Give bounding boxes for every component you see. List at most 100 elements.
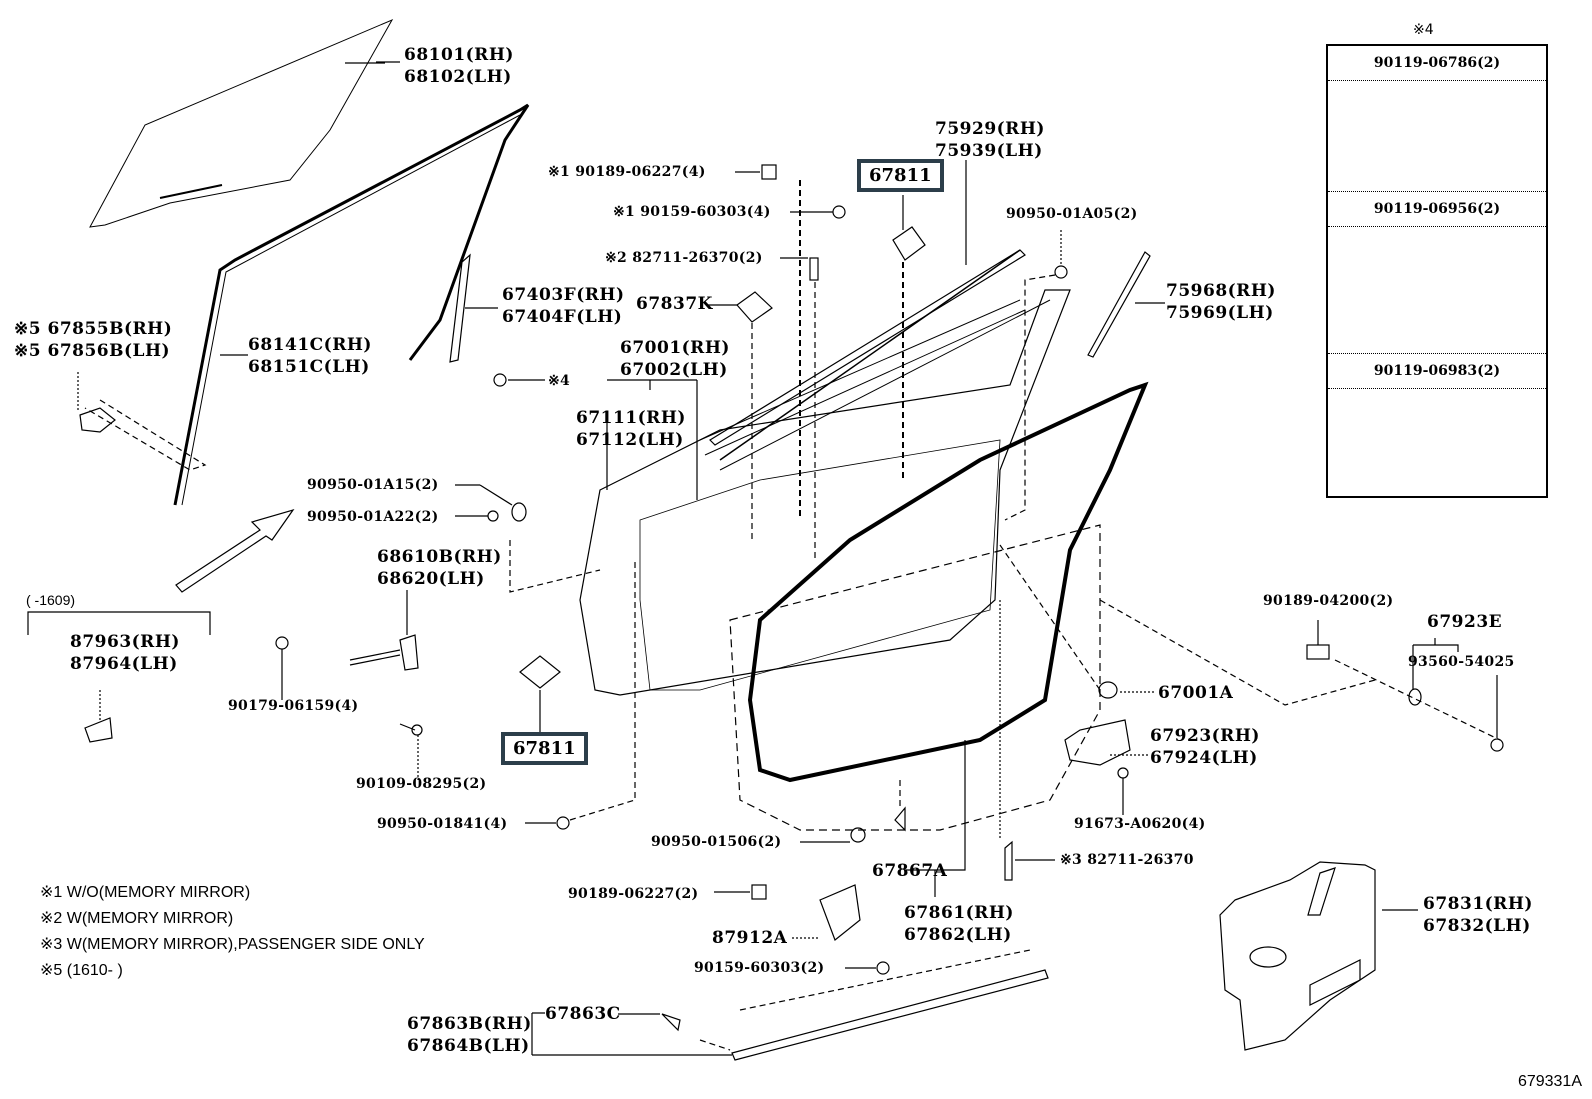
callout-bracket-67923[interactable]: 67923(RH)67924(LH) <box>1150 725 1260 769</box>
callout-plug-01a22[interactable]: 90950-01A22(2) <box>307 508 439 526</box>
callout-glass[interactable]: 68101(RH)68102(LH) <box>404 44 514 88</box>
part-number: 67924(LH) <box>1150 748 1258 768</box>
callout-screw-93560[interactable]: 93560-54025 <box>1408 653 1515 671</box>
callout-door-panel[interactable]: 67001(RH)67002(LH) <box>620 337 730 381</box>
callout-seal-67837k[interactable]: 67837K <box>636 293 713 315</box>
part-number: 90189-04200(2) <box>1263 593 1394 609</box>
callout-cover-87912a[interactable]: 87912A <box>712 927 787 949</box>
callout-service-hole-cover[interactable]: 67831(RH)67832(LH) <box>1423 893 1533 937</box>
callout-sill-strip[interactable]: 67863B(RH)67864B(LH) <box>407 1013 532 1057</box>
cover-87912a <box>819 884 861 941</box>
callout-garnish[interactable]: 75968(RH)75969(LH) <box>1166 280 1276 324</box>
bolt-inset-table: 90119-06786(2) 90119-06956(2) 90119-0698… <box>1326 44 1548 498</box>
part-number: 90950-01841(4) <box>377 816 508 832</box>
part-number: 68620(LH) <box>377 569 485 589</box>
part-number: 90109-08295(2) <box>356 776 487 792</box>
callout-sensor[interactable]: 87963(RH)87964(LH) <box>70 631 180 675</box>
callout-clip-67867a[interactable]: 67867A <box>872 860 947 882</box>
part-number: 68102(LH) <box>404 67 512 87</box>
callout-check-assy[interactable]: 68610B(RH)68620(LH) <box>377 546 502 590</box>
door-check <box>349 634 419 671</box>
callout-plug-01a05[interactable]: 90950-01A05(2) <box>1006 205 1138 223</box>
callout-clip-67855[interactable]: ※5 67855B(RH)※5 67856B(LH) <box>14 318 172 362</box>
callout-plug-01841[interactable]: 90950-01841(4) <box>377 815 507 833</box>
callout-plug-01506[interactable]: 90950-01506(2) <box>651 833 781 851</box>
part-number: 67001A <box>1158 683 1234 703</box>
part-number: 68141C(RH) <box>248 335 372 355</box>
part-number: 67923E <box>1427 612 1503 632</box>
part-number: 68610B(RH) <box>377 547 502 567</box>
inset-item[interactable]: 90119-06983(2) <box>1328 354 1546 389</box>
inset-item[interactable]: 90119-06786(2) <box>1328 46 1546 81</box>
garnish <box>1087 251 1151 358</box>
callout-bracket-82711-2[interactable]: ※2 82711-26370(2) <box>605 249 763 267</box>
service-hole-cover <box>1219 861 1376 1051</box>
part-number: 75969(LH) <box>1166 303 1274 323</box>
part-number: 67832(LH) <box>1423 916 1531 936</box>
note-2: ※2 W(MEMORY MIRROR) <box>40 910 234 927</box>
part-number: 87912A <box>712 928 788 948</box>
inset-item[interactable]: 90119-06956(2) <box>1328 192 1546 227</box>
part-number: 67863B(RH) <box>407 1014 532 1034</box>
door-outer-panel <box>579 289 1071 696</box>
part-number: 90950-01506(2) <box>651 834 782 850</box>
sill-strip <box>731 969 1049 1061</box>
callout-clip-90189-4[interactable]: ※1 90189-06227(4) <box>548 163 706 181</box>
note-1: ※1 W/O(MEMORY MIRROR) <box>40 884 251 901</box>
boxed-part-67811-top[interactable]: 67811 <box>857 159 944 192</box>
part-number: 67923(RH) <box>1150 726 1260 746</box>
part-number: 67111(RH) <box>576 408 686 428</box>
part-number: 67867A <box>872 861 948 881</box>
seal-diamond <box>892 226 926 261</box>
callout-clip-67863c[interactable]: 67863C <box>545 1003 621 1025</box>
part-number: 75968(RH) <box>1166 281 1276 301</box>
weatherstrip <box>747 381 1149 783</box>
part-number: 67403F(RH) <box>502 285 625 305</box>
callout-bolt-a0620[interactable]: 91673-A0620(4) <box>1074 815 1206 833</box>
part-number: 68151C(LH) <box>248 357 370 377</box>
part-number: 67001(RH) <box>620 338 730 358</box>
part-number: 93560-54025 <box>1408 654 1515 670</box>
part-number: 67837K <box>636 294 713 314</box>
note-mark: ※4 <box>548 373 571 389</box>
direction-arrow <box>175 508 295 593</box>
part-number: 67863C <box>545 1004 621 1024</box>
part-number: 67831(RH) <box>1423 894 1533 914</box>
part-number: 90179-06159(4) <box>228 698 359 714</box>
part-number: 67404F(LH) <box>502 307 623 327</box>
part-number: 67861(RH) <box>904 903 1014 923</box>
part-number: 91673-A0620(4) <box>1074 816 1206 832</box>
bolt-icon <box>1328 81 1546 192</box>
callout-stopper-67001a[interactable]: 67001A <box>1158 682 1233 704</box>
callout-clip-90189-2[interactable]: 90189-06227(2) <box>568 885 698 903</box>
run-channel <box>173 103 530 506</box>
part-number: ※5 67856B(LH) <box>14 341 171 361</box>
part-number: ※3 82711-26370 <box>1060 852 1194 868</box>
part-number: 90159-60303(2) <box>694 960 825 976</box>
callout-screw-90159-2[interactable]: 90159-60303(2) <box>694 959 824 977</box>
callout-screw-90159-4[interactable]: ※1 90159-60303(4) <box>613 203 771 221</box>
part-number: 87964(LH) <box>70 654 178 674</box>
belt-moulding <box>709 249 1026 446</box>
division-bar <box>449 253 471 363</box>
callout-run-channel[interactable]: 68141C(RH)68151C(LH) <box>248 334 372 378</box>
callout-division-bar[interactable]: 67403F(RH)67404F(LH) <box>502 284 625 328</box>
callout-weatherstrip[interactable]: 67861(RH)67862(LH) <box>904 902 1014 946</box>
callout-bracket-82711-3[interactable]: ※3 82711-26370 <box>1060 851 1194 869</box>
part-number: 67862(LH) <box>904 925 1012 945</box>
part-number: 75929(RH) <box>935 119 1045 139</box>
bolt-icon <box>1328 389 1546 499</box>
boxed-part-67811-bottom[interactable]: 67811 <box>501 732 588 765</box>
figure-id: 679331A <box>1517 1073 1582 1090</box>
callout-belt-moulding[interactable]: 75929(RH)75939(LH) <box>935 118 1045 162</box>
callout-clip-04200[interactable]: 90189-04200(2) <box>1263 592 1393 610</box>
part-number: 90950-01A05(2) <box>1006 206 1138 222</box>
callout-nut-06159[interactable]: 90179-06159(4) <box>228 697 358 715</box>
callout-door-shell[interactable]: 67111(RH)67112(LH) <box>576 407 686 451</box>
callout-plug-01a15[interactable]: 90950-01A15(2) <box>307 476 439 494</box>
door-glass <box>89 18 394 228</box>
bolt-icon <box>1328 227 1546 354</box>
callout-clip-67923e[interactable]: 67923E <box>1427 611 1502 633</box>
callout-screw-x4[interactable]: ※4 <box>548 372 570 390</box>
callout-bolt-08295[interactable]: 90109-08295(2) <box>356 775 486 793</box>
